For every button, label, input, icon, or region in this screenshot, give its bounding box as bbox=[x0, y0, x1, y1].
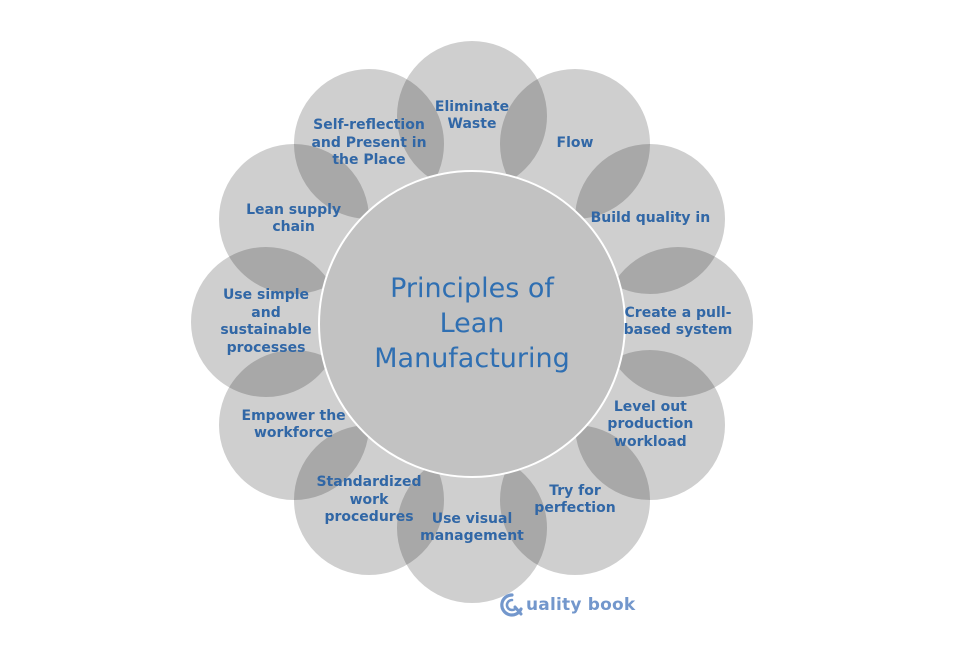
q-logo-icon bbox=[500, 593, 523, 617]
watermark: uality book bbox=[500, 592, 635, 618]
principle-label: Try for perfection bbox=[534, 482, 616, 517]
principle-label: Empower the workforce bbox=[241, 407, 346, 442]
principle-label: Lean supply chain bbox=[246, 201, 342, 236]
principle-label: Create a pull- based system bbox=[623, 304, 733, 339]
principle-label: Flow bbox=[556, 134, 594, 151]
principle-label: Level out production workload bbox=[607, 398, 694, 450]
principle-label: Use simple and sustainable processes bbox=[220, 287, 312, 356]
principle-label: Eliminate Waste bbox=[434, 98, 510, 133]
principle-label: Self-reflection and Present in the Place bbox=[311, 117, 427, 169]
principle-label: Use visual management bbox=[420, 510, 524, 545]
principle-label: Build quality in bbox=[590, 210, 711, 227]
center-circle bbox=[318, 170, 626, 478]
diagram-title: Principles of Lean Manufacturing bbox=[374, 272, 570, 374]
principle-label: Standardized work procedures bbox=[316, 474, 422, 526]
watermark-text: uality book bbox=[526, 595, 636, 615]
